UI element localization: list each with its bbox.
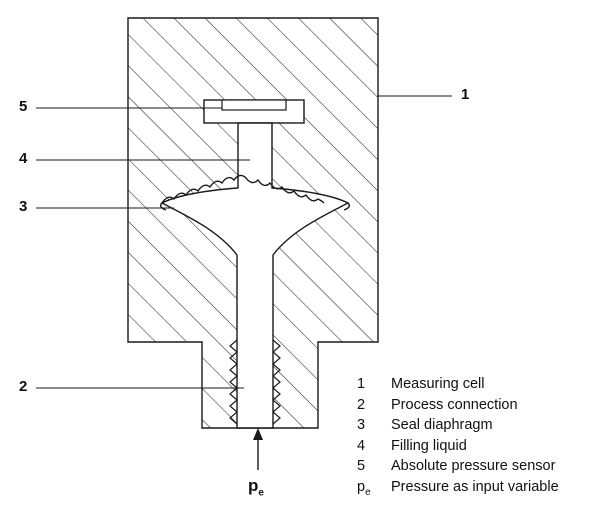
seal-diaphragm xyxy=(161,174,325,204)
seal-diaphragm-bead-left xyxy=(159,202,167,211)
seal-diaphragm-bead-right xyxy=(343,202,351,211)
callout-5: 5 xyxy=(19,98,28,115)
legend-item-pe: pe Pressure as input variable xyxy=(357,478,559,498)
process-connection-thread xyxy=(229,339,281,425)
callout-4: 4 xyxy=(19,150,28,167)
inner-cavity xyxy=(160,99,350,429)
pressure-input-arrow xyxy=(253,428,263,470)
legend-item: 3 Seal diaphragm xyxy=(357,417,493,434)
legend: 1 Measuring cell 2 Process connection 3 … xyxy=(357,374,559,503)
callout-3: 3 xyxy=(19,198,28,215)
legend-item: 4 Filling liquid xyxy=(357,437,467,454)
legend-item: 5 Absolute pressure sensor xyxy=(357,458,556,475)
input-pressure-label: pe xyxy=(248,476,264,499)
leader-lines xyxy=(36,95,452,389)
legend-item: 2 Process connection xyxy=(357,396,518,413)
legend-item: 1 Measuring cell xyxy=(357,376,485,392)
callout-2: 2 xyxy=(19,378,28,395)
callout-1: 1 xyxy=(461,86,470,103)
